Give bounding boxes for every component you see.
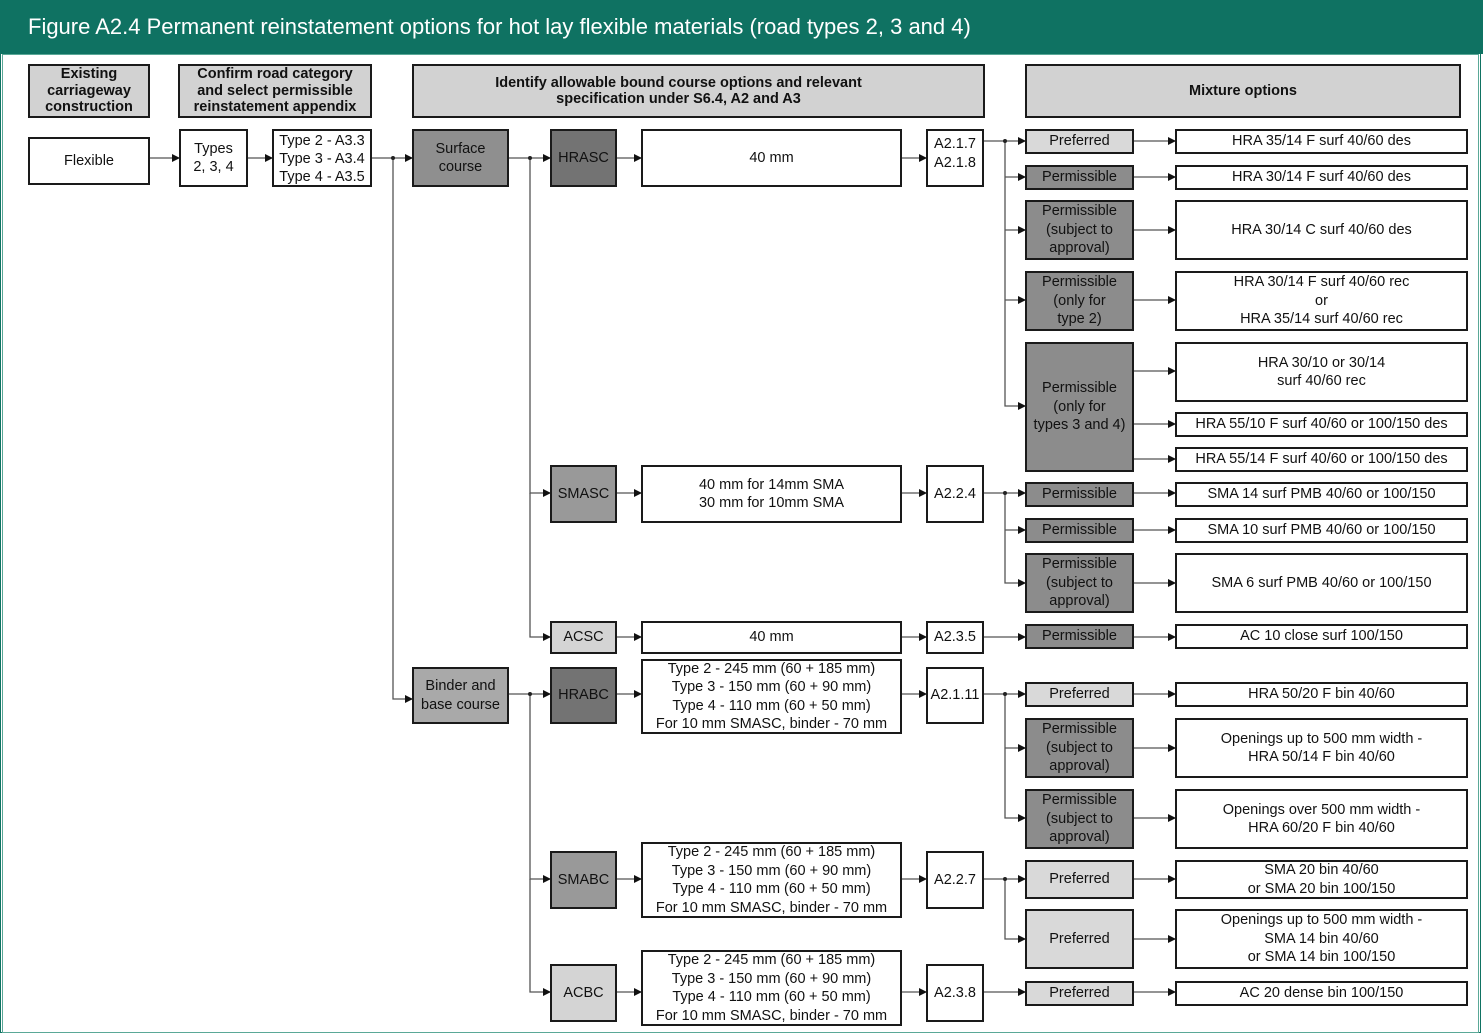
mixture-option: HRA 30/14 C surf 40/60 des [1175, 200, 1468, 260]
appendix-mapping: Type 2 - A3.3 Type 3 - A3.4 Type 4 - A3.… [272, 129, 372, 187]
junction-dot [1003, 139, 1007, 143]
surface-course: Surface course [412, 129, 509, 187]
status-preferred: Preferred [1025, 860, 1134, 899]
course-smasc: SMASC [550, 465, 617, 523]
status-permissible: Permissible [1025, 624, 1134, 649]
course-acbc: ACBC [550, 964, 617, 1022]
status-preferred: Preferred [1025, 682, 1134, 707]
header-identify-line1: Identify allowable bound course options … [495, 74, 862, 91]
status-permissible-subject-approval: Permissible (subject to approval) [1025, 200, 1134, 260]
course-smabc: SMABC [550, 851, 617, 909]
thickness-acsc: 40 mm [641, 621, 902, 654]
mixture-option: HRA 55/10 F surf 40/60 or 100/150 des [1175, 412, 1468, 437]
status-permissible-types3-4: Permissible (only for types 3 and 4) [1025, 342, 1134, 472]
mixture-option: SMA 6 surf PMB 40/60 or 100/150 [1175, 553, 1468, 613]
mixture-option: HRA 50/20 F bin 40/60 [1175, 682, 1468, 707]
spec-smasc: A2.2.4 [926, 465, 984, 523]
construction-flexible: Flexible [28, 137, 150, 185]
mixture-option: Openings up to 500 mm width - HRA 50/14 … [1175, 718, 1468, 778]
mixture-option: HRA 55/14 F surf 40/60 or 100/150 des [1175, 447, 1468, 472]
status-preferred: Preferred [1025, 981, 1134, 1006]
status-permissible: Permissible [1025, 482, 1134, 507]
figure-title: Figure A2.4 Permanent reinstatement opti… [0, 0, 1483, 54]
course-acsc: ACSC [550, 621, 617, 654]
course-hrabc: HRABC [550, 667, 617, 724]
status-permissible-subject-approval: Permissible (subject to approval) [1025, 789, 1134, 849]
status-preferred: Preferred [1025, 909, 1134, 969]
mixture-option: SMA 14 surf PMB 40/60 or 100/150 [1175, 482, 1468, 507]
spec-hrabc: A2.1.11 [926, 667, 984, 724]
mixture-option: HRA 30/14 F surf 40/60 rec or HRA 35/14 … [1175, 271, 1468, 331]
status-preferred: Preferred [1025, 129, 1134, 154]
status-permissible-subject-approval: Permissible (subject to approval) [1025, 553, 1134, 613]
thickness-smabc: Type 2 - 245 mm (60 + 185 mm) Type 3 - 1… [641, 842, 902, 918]
header-identify-options: Identify allowable bound course options … [412, 64, 985, 118]
thickness-smasc: 40 mm for 14mm SMA 30 mm for 10mm SMA [641, 465, 902, 523]
status-permissible: Permissible [1025, 165, 1134, 190]
mixture-option: HRA 30/14 F surf 40/60 des [1175, 165, 1468, 190]
junction-dot [1003, 877, 1007, 881]
course-hrasc: HRASC [550, 129, 617, 187]
thickness-hrabc: Type 2 - 245 mm (60 + 185 mm) Type 3 - 1… [641, 659, 902, 734]
spec-acsc: A2.3.5 [926, 621, 984, 654]
binder-base-course: Binder and base course [412, 667, 509, 724]
header-existing-construction: Existing carriageway construction [28, 64, 150, 118]
junction-dot [391, 156, 395, 160]
road-types: Types 2, 3, 4 [179, 129, 248, 187]
status-permissible-subject-approval: Permissible (subject to approval) [1025, 718, 1134, 778]
status-permissible: Permissible [1025, 518, 1134, 543]
status-permissible-type2: Permissible (only for type 2) [1025, 271, 1134, 331]
thickness-hrasc: 40 mm [641, 129, 902, 187]
spec-hrasc: A2.1.7 A2.1.8 [926, 129, 984, 187]
mixture-option: Openings over 500 mm width - HRA 60/20 F… [1175, 789, 1468, 849]
header-confirm-road-category: Confirm road category and select permiss… [178, 64, 372, 118]
junction-dot [1003, 491, 1007, 495]
header-identify-line2: specification under S6.4, A2 and A3 [556, 91, 801, 107]
mixture-option: Openings up to 500 mm width - SMA 14 bin… [1175, 909, 1468, 969]
spec-smabc: A2.2.7 [926, 851, 984, 909]
mixture-option: AC 20 dense bin 100/150 [1175, 981, 1468, 1006]
mixture-option: HRA 35/14 F surf 40/60 des [1175, 129, 1468, 154]
header-mixture-options: Mixture options [1025, 64, 1461, 118]
mixture-option: SMA 10 surf PMB 40/60 or 100/150 [1175, 518, 1468, 543]
mixture-option: HRA 30/10 or 30/14 surf 40/60 rec [1175, 342, 1468, 402]
junction-dot [528, 156, 532, 160]
junction-dot [528, 692, 532, 696]
thickness-acbc: Type 2 - 245 mm (60 + 185 mm) Type 3 - 1… [641, 950, 902, 1026]
spec-acbc: A2.3.8 [926, 964, 984, 1022]
mixture-option: AC 10 close surf 100/150 [1175, 624, 1468, 649]
junction-dot [1003, 692, 1007, 696]
mixture-option: SMA 20 bin 40/60 or SMA 20 bin 100/150 [1175, 860, 1468, 899]
